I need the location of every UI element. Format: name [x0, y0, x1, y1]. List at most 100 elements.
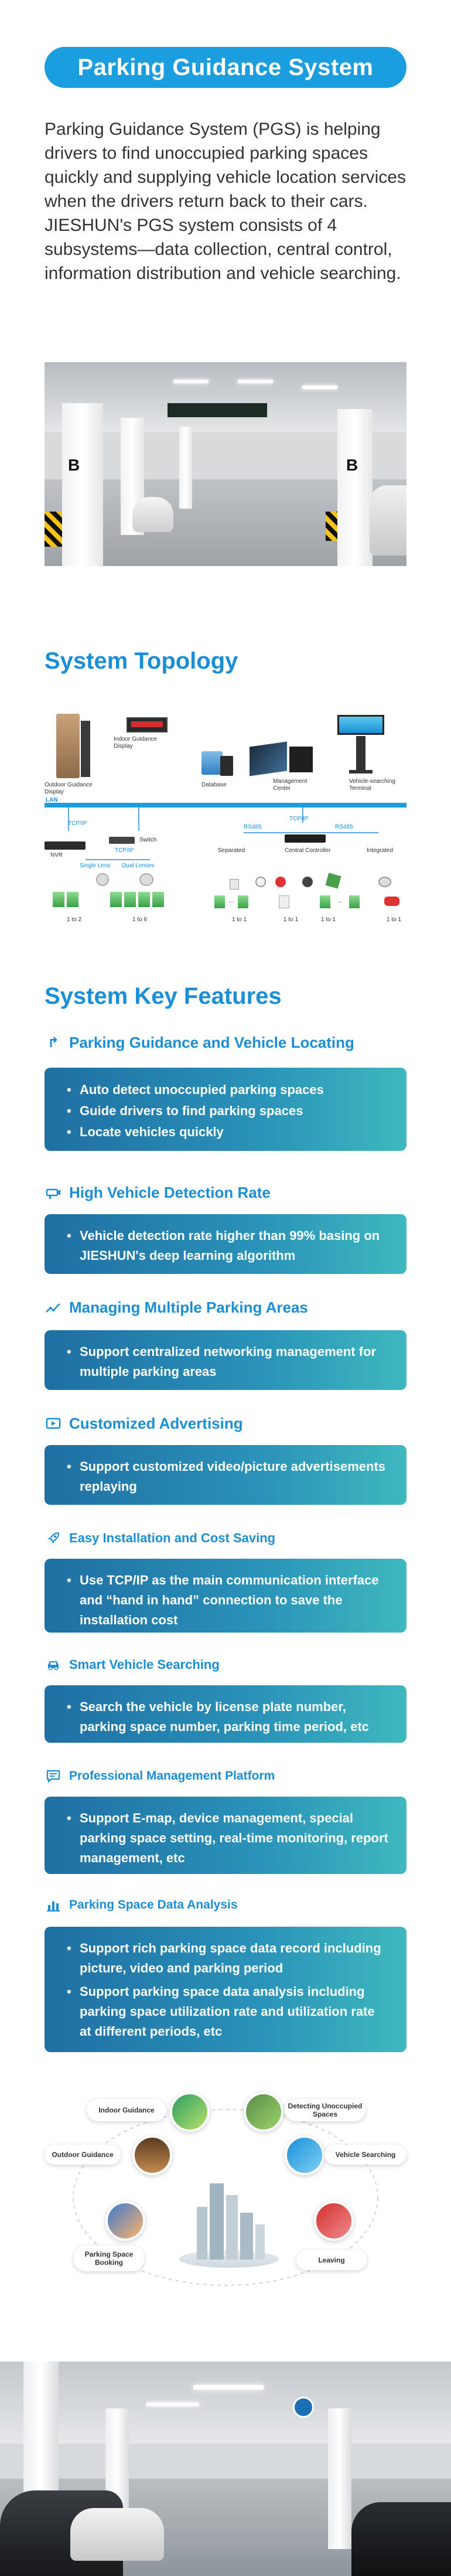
lan-bus: [45, 803, 406, 807]
feature-6-box: Search the vehicle by license plate numb…: [45, 1685, 406, 1743]
indoor-guidance-icon: [170, 2092, 210, 2132]
feature-4-box: Support customized video/picture adverti…: [45, 1445, 406, 1505]
feature-2-point-1: Vehicle detection rate higher than 99% b…: [67, 1226, 389, 1266]
feature-1-point-2: Guide drivers to find parking spaces: [67, 1100, 389, 1122]
rs485-left-label: RS485: [244, 824, 262, 830]
database-device: [201, 751, 223, 775]
feature-1-box: Auto detect unoccupied parking spaces Gu…: [45, 1068, 406, 1151]
intro-paragraph: Parking Guidance System (PGS) is helping…: [45, 120, 406, 283]
bay-label-left: B: [68, 456, 80, 474]
feature-5-box: Use TCP/IP as the main communication int…: [45, 1559, 406, 1633]
features-title: System Key Features: [45, 983, 282, 1009]
feature-4-heading: Customized Advertising: [45, 1415, 243, 1433]
tcpip-mid-label: TCP/IP: [115, 847, 134, 854]
single-lens-label: Single Lens: [80, 863, 111, 869]
dual-lens-camera: [139, 873, 153, 886]
feature-6-title: Smart Vehicle Searching: [69, 1657, 220, 1672]
feature-3-point-1: Support centralized networking managemen…: [67, 1342, 389, 1382]
feature-3-box: Support centralized networking managemen…: [45, 1330, 406, 1390]
screen-icon: [45, 1415, 62, 1433]
city-illustration: [179, 2174, 279, 2268]
workflow-searching: Vehicle Searching: [324, 2145, 406, 2165]
parking-garage-photo: B B: [45, 362, 406, 566]
feature-4-title: Customized Advertising: [69, 1415, 243, 1432]
feature-1-title: Parking Guidance and Vehicle Locating: [69, 1034, 354, 1051]
feature-2-box: Vehicle detection rate higher than 99% b…: [45, 1214, 406, 1274]
dots-1: ...: [228, 898, 234, 904]
leaving-icon: [314, 2201, 354, 2241]
feature-8-box: Support rich parking space data record i…: [45, 1927, 406, 2052]
switch-label: Switch: [139, 837, 157, 843]
lan-label: LAN: [46, 797, 58, 803]
feature-8-title: Parking Space Data Analysis: [69, 1898, 238, 1911]
feature-2-heading: High Vehicle Detection Rate: [45, 1184, 271, 1202]
feature-6-heading: Smart Vehicle Searching: [45, 1656, 220, 1674]
nvr-label: NVR: [50, 852, 63, 858]
detecting-icon: [244, 2092, 283, 2132]
nvr-device: [45, 841, 86, 850]
central-controller-label: Central Controller: [285, 847, 331, 854]
camera-icon: [45, 1184, 62, 1202]
feature-5-title: Easy Installation and Cost Saving: [69, 1531, 276, 1545]
bay-label-right: B: [346, 456, 358, 474]
chat-icon: [45, 1767, 62, 1785]
ratio-6-label: 1 to 1: [387, 916, 402, 923]
workflow-leaving: Leaving: [296, 2250, 367, 2270]
topology-diagram: Outdoor Guidance Display Indoor Guidance…: [45, 709, 406, 943]
indoor-label: Indoor Guidance Display: [114, 736, 157, 749]
dots-2: ...: [337, 898, 343, 904]
feature-7-title: Professional Management Platform: [69, 1769, 275, 1783]
management-device: [250, 741, 287, 776]
car-icon: [45, 1656, 62, 1674]
ratio-2-label: 1 to 6: [132, 916, 148, 923]
feature-5-heading: Easy Installation and Cost Saving: [45, 1529, 275, 1547]
space-booking-icon: [105, 2201, 145, 2241]
feature-3-title: Managing Multiple Parking Areas: [69, 1299, 308, 1316]
separated-label: Separated: [218, 847, 245, 854]
feature-1-point-1: Auto detect unoccupied parking spaces: [67, 1079, 389, 1100]
outdoor-guidance-icon: [132, 2135, 172, 2175]
workflow-outdoor: Outdoor Guidance: [45, 2145, 121, 2165]
page-title: Parking Guidance System: [45, 47, 406, 88]
bar-chart-icon: [45, 1896, 62, 1914]
workflow-diagram: Indoor Guidance Detecting Unoccupied Spa…: [45, 2086, 406, 2309]
single-lens-camera: [96, 873, 109, 886]
tcpip-left-label: TCP/IP: [68, 820, 87, 827]
workflow-booking: Parking Space Booking: [74, 2246, 144, 2271]
feature-6-point-1: Search the vehicle by license plate numb…: [67, 1697, 389, 1737]
database-label: Database: [201, 782, 227, 788]
feature-8-heading: Parking Space Data Analysis: [45, 1896, 238, 1914]
dual-lenses-label: Dual Lenses: [122, 863, 155, 869]
feature-7-heading: Professional Management Platform: [45, 1767, 275, 1785]
ratio-4-label: 1 to 1: [283, 916, 299, 923]
vehicle-searching-icon: [285, 2135, 324, 2175]
outdoor-display-device: [56, 714, 80, 778]
feature-8-point-1: Support rich parking space data record i…: [67, 1938, 389, 1978]
feature-1-point-3: Locate vehicles quickly: [67, 1122, 389, 1143]
feature-8-point-2: Support parking space data analysis incl…: [67, 1982, 389, 2042]
central-controller-device: [285, 834, 326, 843]
feature-2-title: High Vehicle Detection Rate: [69, 1184, 271, 1201]
ratio-3-label: 1 to 1: [232, 916, 247, 923]
parking-lot-photo: [0, 2362, 451, 2576]
feature-7-point-1: Support E-map, device management, specia…: [67, 1808, 389, 1868]
ratio-5-label: 1 to 1: [321, 916, 336, 923]
workflow-indoor: Indoor Guidance: [87, 2099, 166, 2121]
topology-title: System Topology: [45, 648, 238, 674]
tcpip-right-label: TCP/IP: [289, 816, 309, 822]
outdoor-label: Outdoor Guidance Display: [45, 782, 93, 795]
workflow-connectors: [73, 2109, 378, 2286]
feature-5-point-1: Use TCP/IP as the main communication int…: [67, 1570, 389, 1630]
trend-icon: [45, 1299, 62, 1317]
terminal-label: Vehicle-searching Terminal: [349, 778, 395, 792]
feature-4-point-1: Support customized video/picture adverti…: [67, 1457, 389, 1497]
rocket-icon: [45, 1529, 62, 1547]
rs485-right-label: RS485: [335, 824, 353, 830]
switch-device: [109, 837, 135, 844]
feature-1-heading: ↱ Parking Guidance and Vehicle Locating: [45, 1034, 354, 1052]
integrated-label: Integrated: [367, 847, 394, 854]
feature-3-heading: Managing Multiple Parking Areas: [45, 1299, 308, 1317]
ratio-1-label: 1 to 2: [67, 916, 82, 923]
workflow-detecting: Detecting Unoccupied Spaces: [285, 2099, 365, 2121]
